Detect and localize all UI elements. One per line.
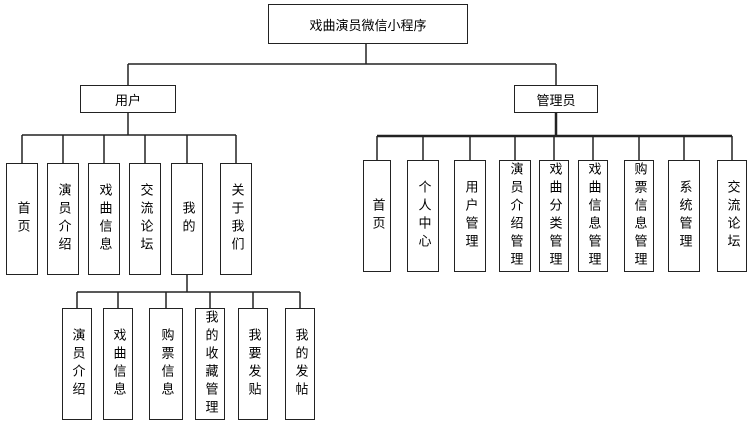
admin-module-actor-mgmt: 演员介绍管理 <box>499 160 531 272</box>
user-module-home: 首页 <box>6 163 38 275</box>
admin-module-opera-info-mgmt: 戏曲信息管理 <box>578 160 608 272</box>
root-node: 戏曲演员微信小程序 <box>268 4 468 44</box>
admin-module-ticket-mgmt: 购票信息管理 <box>624 160 654 272</box>
user-module-forum: 交流论坛 <box>129 163 161 275</box>
mine-sub-actor-intro: 演员介绍 <box>62 308 92 420</box>
user-module-actor-intro: 演员介绍 <box>47 163 79 275</box>
user-module-opera-info: 戏曲信息 <box>88 163 120 275</box>
admin-node: 管理员 <box>514 85 598 113</box>
mine-sub-my-posts: 我的发帖 <box>285 308 315 420</box>
user-node: 用户 <box>80 85 176 113</box>
admin-module-home: 首页 <box>363 160 391 272</box>
admin-module-forum: 交流论坛 <box>717 160 747 272</box>
admin-module-opera-category-mgmt: 戏曲分类管理 <box>539 160 569 272</box>
mine-sub-favorites: 我的收藏管理 <box>195 308 225 420</box>
user-module-mine: 我的 <box>171 163 203 275</box>
mine-sub-ticket-info: 购票信息 <box>149 308 183 420</box>
mine-sub-post-new: 我要发贴 <box>238 308 268 420</box>
admin-module-profile: 个人中心 <box>407 160 439 272</box>
user-module-about-us: 关于我们 <box>220 163 252 275</box>
admin-module-user-mgmt: 用户管理 <box>454 160 486 272</box>
admin-module-system-mgmt: 系统管理 <box>668 160 700 272</box>
mine-sub-opera-info: 戏曲信息 <box>103 308 133 420</box>
